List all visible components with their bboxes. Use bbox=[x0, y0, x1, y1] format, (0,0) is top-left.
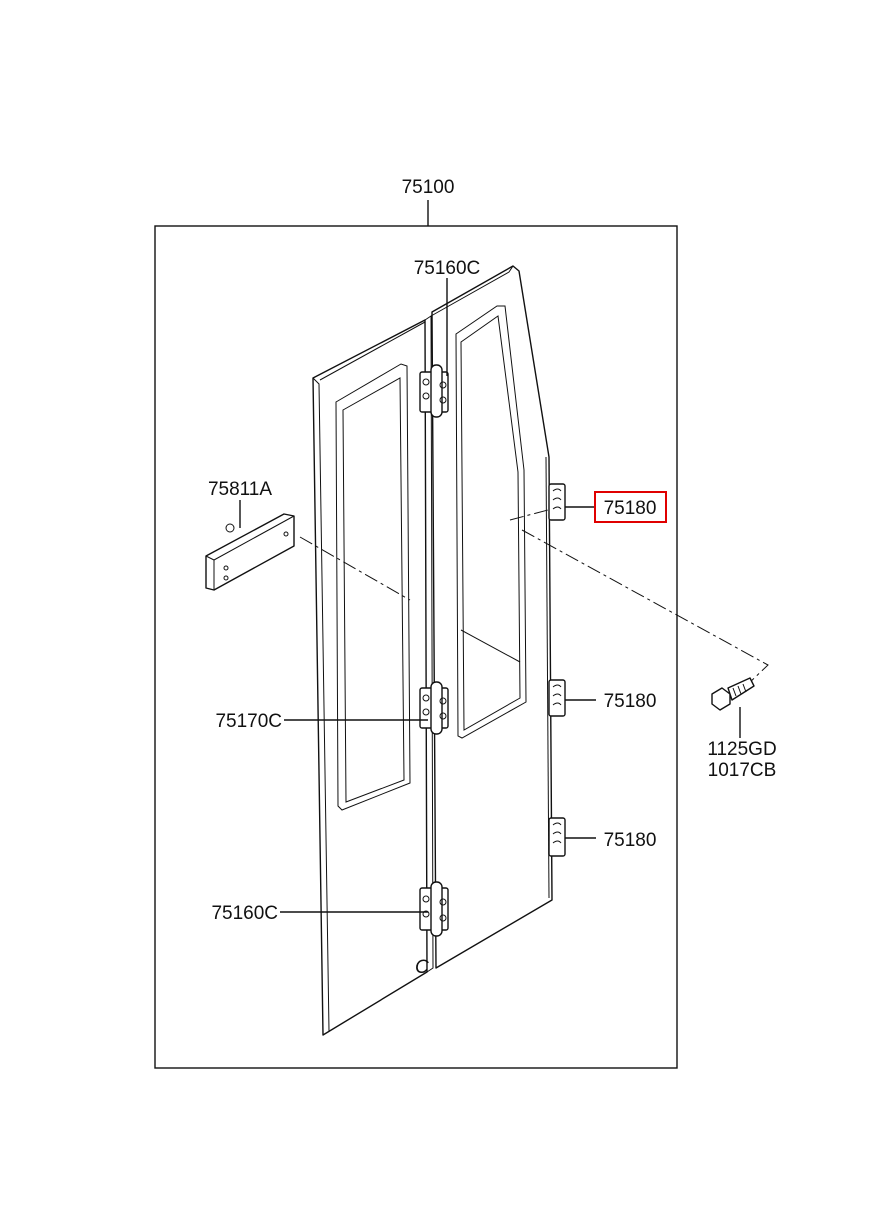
label-75180-3[interactable]: 75180 bbox=[604, 830, 657, 851]
striker-1[interactable] bbox=[548, 483, 566, 521]
bolt-part[interactable] bbox=[711, 677, 755, 711]
left-door bbox=[312, 315, 434, 1036]
guide-line-bolt bbox=[521, 529, 769, 685]
striker-2[interactable] bbox=[548, 679, 566, 717]
label-75811a[interactable]: 75811A bbox=[208, 479, 272, 500]
right-door bbox=[430, 265, 553, 969]
label-75100[interactable]: 75100 bbox=[402, 177, 455, 198]
label-75170c[interactable]: 75170C bbox=[215, 711, 282, 732]
label-75160c-top[interactable]: 75160C bbox=[414, 258, 481, 279]
label-1125gd[interactable]: 1125GD bbox=[707, 739, 776, 760]
highlight-box bbox=[594, 491, 667, 523]
assembly-frame bbox=[154, 225, 678, 1069]
striker-3[interactable] bbox=[548, 817, 566, 857]
label-75180-1[interactable]: 75180 bbox=[604, 498, 657, 519]
hinge-middle[interactable] bbox=[419, 681, 449, 735]
door-mark-c: C bbox=[415, 957, 429, 978]
hinge-bottom[interactable] bbox=[419, 881, 449, 937]
label-75180-2[interactable]: 75180 bbox=[604, 691, 657, 712]
guide-line-bracket bbox=[299, 536, 411, 601]
label-75160c-bottom[interactable]: 75160C bbox=[211, 903, 278, 924]
hinge-top[interactable] bbox=[419, 364, 449, 418]
bracket-part[interactable] bbox=[205, 513, 295, 591]
guide-line-striker bbox=[509, 509, 549, 521]
label-1017cb[interactable]: 1017CB bbox=[708, 760, 777, 781]
